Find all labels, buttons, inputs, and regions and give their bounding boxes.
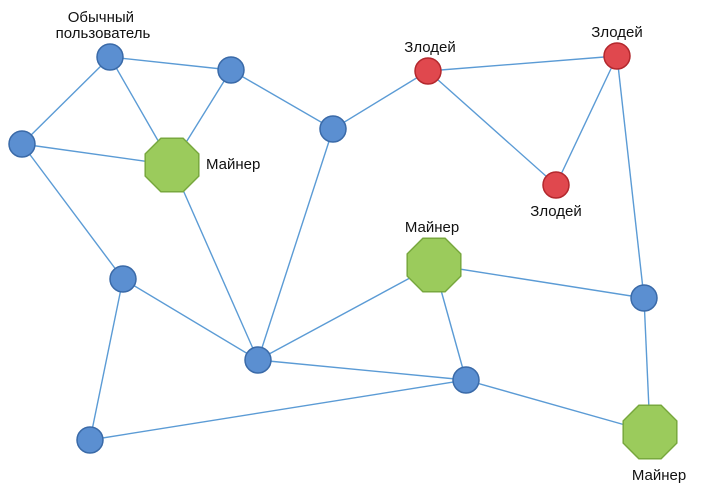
villain-node-v2 xyxy=(603,42,631,70)
miner-node-m2 xyxy=(406,237,462,293)
miner-node-m3 xyxy=(622,404,678,460)
label-user: Обычный пользователь xyxy=(56,9,151,42)
label-miner-3: Майнер xyxy=(632,467,686,484)
edge-u6-u7 xyxy=(257,359,467,381)
label-villain-2: Злодей xyxy=(591,24,642,41)
edge-u7-m3 xyxy=(465,379,651,433)
user-node-u10 xyxy=(630,284,658,312)
user-node-u1 xyxy=(96,43,124,71)
miner-node-m1 xyxy=(144,137,200,193)
villain-node-v3 xyxy=(542,171,570,199)
user-node-u5 xyxy=(109,265,137,293)
user-node-u3 xyxy=(319,115,347,143)
edge-m1-u6 xyxy=(171,164,259,361)
villain-node-v1 xyxy=(414,57,442,85)
nodes-layer xyxy=(8,42,678,460)
label-user-line-2: пользователь xyxy=(56,25,151,42)
edge-u1-u4 xyxy=(21,56,111,145)
label-user-line-1: Обычный xyxy=(68,9,134,26)
edge-u4-u5 xyxy=(21,143,124,280)
user-node-u7 xyxy=(452,366,480,394)
edge-m2-u10 xyxy=(433,264,645,299)
user-node-u9 xyxy=(76,426,104,454)
edge-u3-v1 xyxy=(332,70,429,130)
label-miner-2: Майнер xyxy=(405,219,459,236)
label-miner-1: Майнер xyxy=(206,156,260,173)
edge-v2-v3 xyxy=(555,55,618,186)
edge-u3-u6 xyxy=(257,128,334,361)
user-node-u6 xyxy=(244,346,272,374)
edge-u5-u9 xyxy=(89,278,124,441)
edge-v1-v2 xyxy=(427,55,618,72)
edges-layer xyxy=(21,55,651,441)
label-villain-1: Злодей xyxy=(404,39,455,56)
user-node-u2 xyxy=(217,56,245,84)
edge-v2-u10 xyxy=(616,55,645,299)
edge-u7-u9 xyxy=(89,379,467,441)
edge-u5-u6 xyxy=(122,278,259,361)
label-villain-3: Злодей xyxy=(530,203,581,220)
labels-layer: Обычный пользователь Злодей Злодей Злоде… xyxy=(56,9,687,484)
user-node-u4 xyxy=(8,130,36,158)
edge-u6-m2 xyxy=(257,264,435,361)
edge-u2-u3 xyxy=(230,69,334,130)
edge-v1-v3 xyxy=(427,70,557,186)
edge-u1-u2 xyxy=(109,56,232,71)
